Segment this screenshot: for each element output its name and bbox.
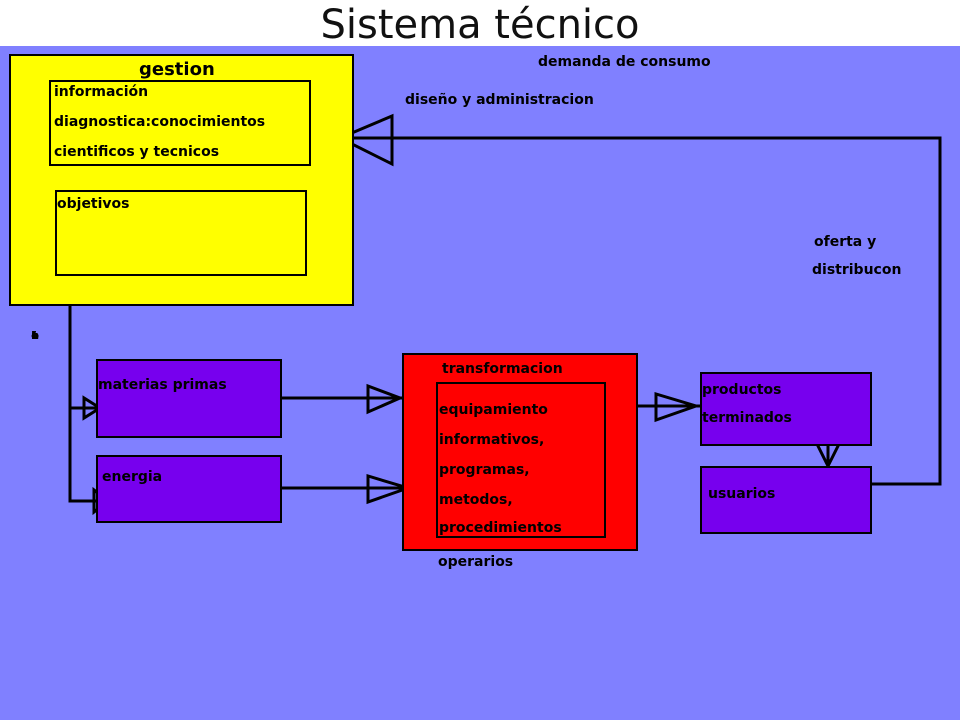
energia-label: energia [102, 469, 163, 485]
obtencion-letter: n [31, 329, 39, 342]
materias-primas-label: materias primas [98, 377, 227, 393]
transformacion-line-2: informativos, [439, 432, 545, 448]
obtencion-letter: o [31, 329, 39, 342]
usuarios-box: usuarios [700, 466, 872, 534]
slide-title: Sistema técnico [320, 2, 640, 48]
operarios-label: operarios [438, 554, 514, 570]
obtencion-letter: i [33, 329, 37, 342]
info-line-1: información [54, 84, 149, 100]
materias-arrowhead [366, 383, 404, 415]
transformacion-line-3: programas, [439, 462, 530, 478]
transformacion-box: transformacion equipamiento informativos… [402, 353, 638, 551]
obtencion-letter: o [31, 329, 39, 342]
diseno-label: diseño y administracion [405, 92, 594, 108]
obtencion-letter: b [31, 329, 39, 342]
demanda-label: demanda de consumo [538, 54, 711, 70]
transformacion-line-4: metodos, [439, 492, 513, 508]
obtencion-letter: c [31, 329, 39, 342]
feedback-line [350, 136, 942, 486]
obtencion-letter: n [31, 329, 39, 342]
feedback-arrowhead [336, 113, 394, 167]
productos-label-2: terminados [702, 410, 792, 426]
materias-primas-box: materias primas [96, 359, 282, 438]
productos-terminados-box: productos terminados [700, 372, 872, 446]
obtencion-letter: e [31, 329, 39, 342]
energia-box: energia [96, 455, 282, 523]
obtencion-line [68, 304, 100, 503]
transformacion-line-5: procedimientos [439, 520, 562, 536]
oferta-label-2: distribucon [812, 262, 902, 278]
transformacion-label: transformacion [442, 361, 563, 377]
obtencion-letter: t [32, 329, 38, 342]
usuarios-label: usuarios [708, 486, 776, 502]
productos-label-1: productos [702, 382, 782, 398]
gestion-box: gestion información diagnostica:conocimi… [9, 54, 354, 306]
informacion-box: información diagnostica:conocimientos ci… [49, 80, 311, 166]
oferta-label-1: oferta y [814, 234, 877, 250]
objetivos-label: objetivos [57, 196, 130, 212]
obtencion-materias-arrowhead [82, 395, 103, 421]
transformacion-inner-box: equipamiento informativos, programas, me… [436, 382, 606, 538]
objetivos-box: objetivos [55, 190, 307, 276]
gestion-label: gestion [139, 59, 215, 80]
info-line-2: diagnostica:conocimientos [54, 114, 266, 130]
info-line-3: cientificos y tecnicos [54, 144, 220, 160]
transformacion-line-1: equipamiento [439, 402, 548, 418]
productos-arrowhead [654, 391, 701, 423]
diagram-canvas: gestion información diagnostica:conocimi… [0, 46, 960, 720]
energia-arrowhead [366, 473, 413, 505]
